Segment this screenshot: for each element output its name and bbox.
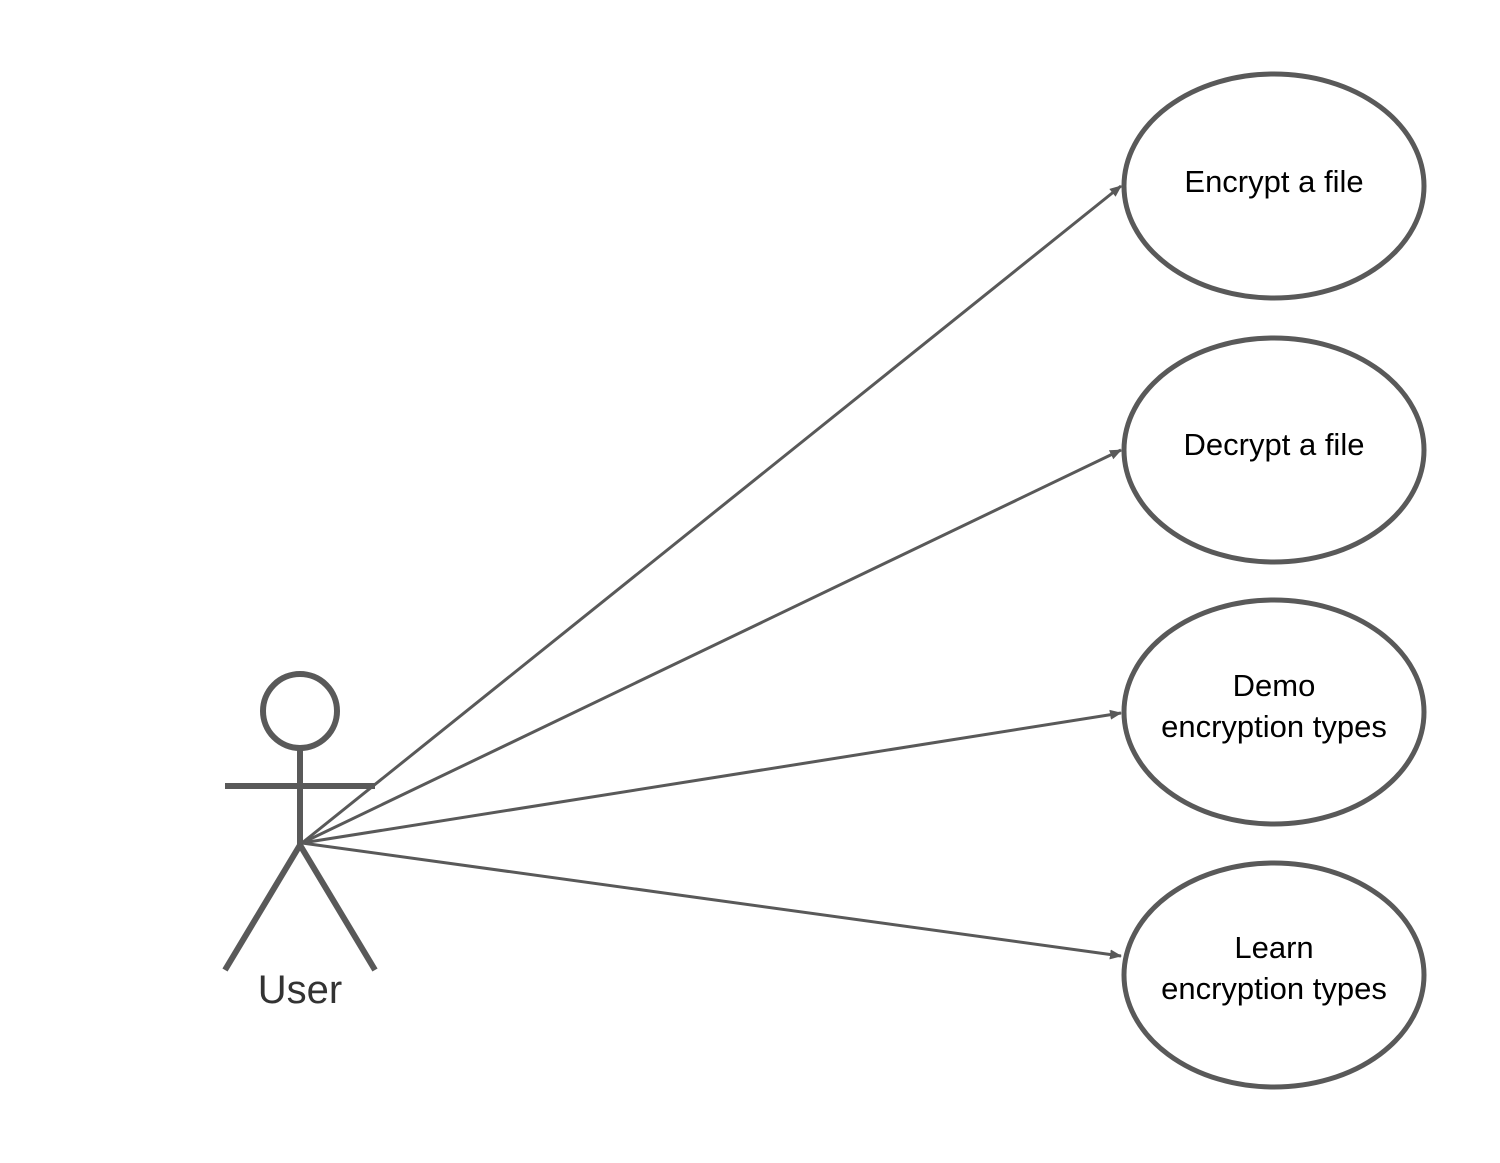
actor-head xyxy=(260,671,340,751)
use-case-label-line-1: Learn xyxy=(1234,930,1313,965)
use-case-decrypt-a-file[interactable]: Decrypt a file xyxy=(1121,335,1427,565)
actor-label: User xyxy=(258,968,342,1012)
association-user-demo[interactable] xyxy=(301,709,1122,845)
association-user-decrypt[interactable] xyxy=(301,448,1122,845)
actor-right-leg xyxy=(297,843,378,972)
use-case-learn-encryption-types[interactable]: Learn encryption types xyxy=(1121,860,1427,1090)
use-case-label: Decrypt a file xyxy=(1184,427,1365,462)
use-case-label-line-1: Demo xyxy=(1233,668,1316,703)
use-case-ellipse xyxy=(1121,860,1427,1090)
actor-user[interactable] xyxy=(222,671,378,972)
associations xyxy=(301,184,1122,960)
use-case-demo-encryption-types[interactable]: Demo encryption types xyxy=(1121,597,1427,827)
use-case-label-line-2: encryption types xyxy=(1161,709,1387,744)
association-user-learn[interactable] xyxy=(301,841,1122,960)
use-case-ellipse xyxy=(1121,335,1427,565)
use-case-encrypt-a-file[interactable]: Encrypt a file xyxy=(1121,71,1427,301)
use-case-ellipse xyxy=(1121,71,1427,301)
actor-left-leg xyxy=(222,843,303,972)
use-case-label-line-2: encryption types xyxy=(1161,971,1387,1006)
use-case-label: Encrypt a file xyxy=(1184,164,1363,199)
association-user-encrypt[interactable] xyxy=(301,184,1122,845)
use-case-ellipse xyxy=(1121,597,1427,827)
